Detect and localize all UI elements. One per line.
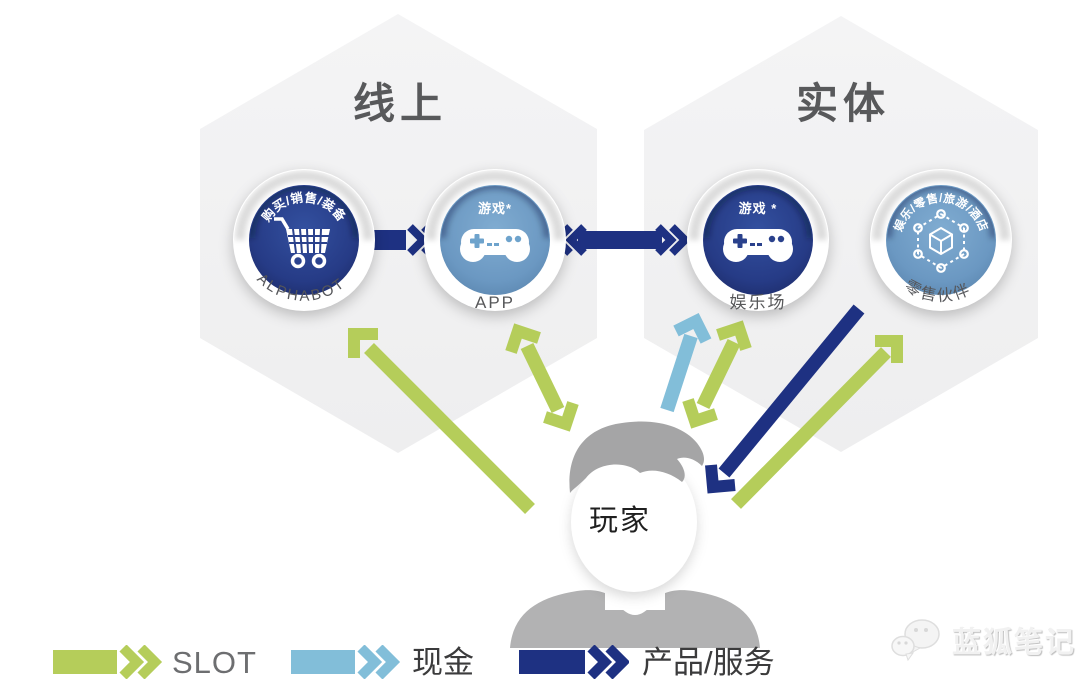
legend-slot-label: SLOT [172,645,257,680]
player-figure: 玩家 [510,421,760,648]
node-arc-label: 游戏* [478,201,512,216]
node-retail: 娱乐/零售/旅游/酒店 零售伙伴 [870,169,1012,311]
wechat-icon [891,619,940,662]
node-label: 娱乐场 [730,293,787,312]
legend-slot-arrow-icon [53,645,163,679]
legend-cash-arrow-icon [291,645,401,679]
region-label-physical: 实体 [796,80,890,127]
legend-products-label: 产品/服务 [642,645,775,680]
player-face [571,452,697,592]
watermark-label: 蓝狐笔记 [952,627,1077,659]
arrow-cash-player-to-casino [660,312,712,413]
node-arc-label: 游戏 * [739,201,778,216]
player-label: 玩家 [589,504,651,537]
watermark: 蓝狐笔记 [890,616,1076,664]
legend-cash-label: 现金 [412,645,474,680]
node-casino: 游戏 * 娱乐场 [687,169,829,312]
player-shoulders [510,590,760,648]
node-app: 游戏* APP [424,169,566,312]
legend-products-arrow-icon [519,645,629,679]
node-label: APP [475,293,515,312]
legend: SLOT 现金 产品/服务 [0,641,1080,687]
node-alphabot: 购买/销售/装备 ALPHABOT [233,169,375,311]
region-label-online: 线上 [353,80,447,127]
